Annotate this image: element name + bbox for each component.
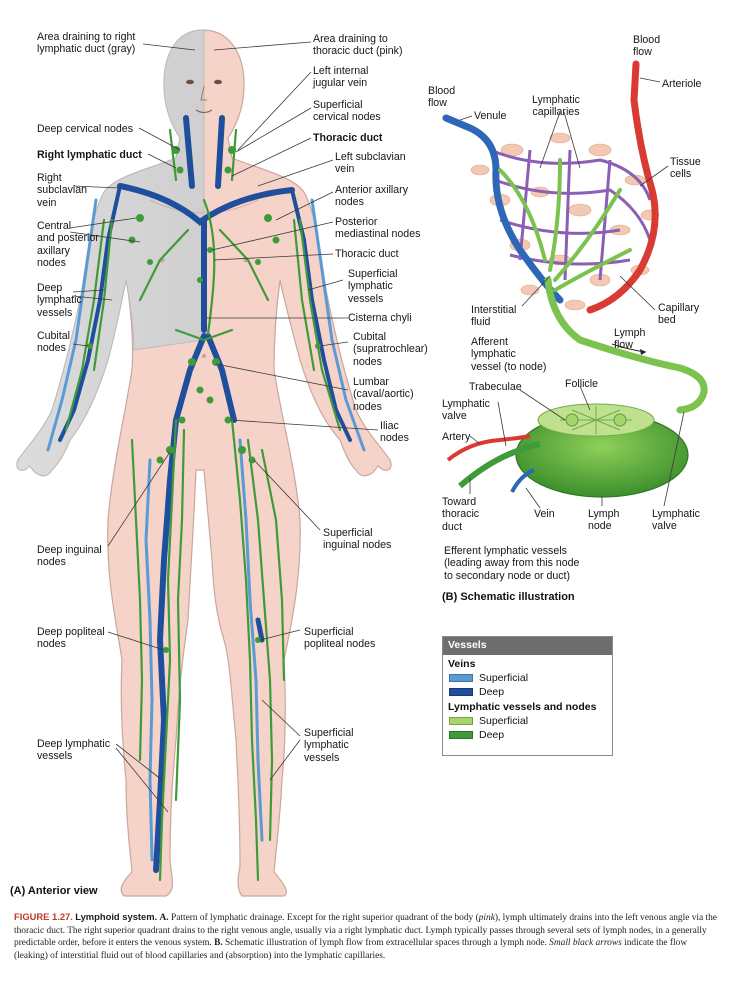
label-thoracic-duct-top: Thoracic duct: [313, 132, 383, 144]
label-deep-lymphatic-vessels-leg: Deep lymphatic vessels: [37, 738, 111, 763]
label-venule: Venule: [474, 110, 507, 122]
label-deep-cervical: Deep cervical nodes: [37, 123, 133, 135]
label-cisterna-chyli: Cisterna chyli: [348, 312, 412, 324]
label-area-right: Area draining to right lymphatic duct (g…: [37, 31, 136, 56]
legend-swatch-lymph-superficial: [449, 716, 473, 725]
label-lymphatic-valve-left: Lymphatic valve: [442, 398, 490, 423]
label-lymphatic-valve-right: Lymphatic valve: [652, 508, 700, 533]
label-left-subclavian: Left subclavian vein: [335, 151, 406, 176]
label-iliac: Iliac nodes: [380, 420, 409, 445]
legend-swatch-vein-superficial: [449, 673, 473, 682]
caption-part-a2: ), lymph ultimately drains into the left…: [14, 913, 717, 949]
label-deep-lymphatic-vessels-arm: Deep lymphatic vessels: [37, 282, 82, 319]
label-arteriole: Arteriole: [662, 78, 702, 90]
label-blood-flow-left: Blood flow: [428, 85, 456, 110]
legend-label-lymph-superficial: Superficial: [479, 714, 529, 727]
legend-veins-title: Veins: [448, 658, 476, 670]
label-vein: Vein: [534, 508, 555, 520]
label-tissue-cells: Tissue cells: [670, 156, 701, 181]
label-lymph-flow: Lymph flow: [614, 327, 646, 352]
label-lumbar: Lumbar (caval/aortic) nodes: [353, 376, 414, 413]
label-central-posterior-axillary: Central and posterior axillary nodes: [37, 220, 99, 270]
caption-part-b-letter: B.: [214, 938, 223, 949]
caption-arrows: Small black arrows: [549, 938, 622, 949]
label-right-lymphatic-duct: Right lymphatic duct: [37, 149, 142, 161]
caption-figure-number: FIGURE 1.27.: [14, 911, 73, 922]
label-right-subclavian: Right subclavian vein: [37, 172, 88, 209]
legend-swatch-lymph-deep: [449, 730, 473, 739]
legend-swatch-vein-deep: [449, 687, 473, 696]
label-artery: Artery: [442, 431, 471, 443]
panel-b-title: (B) Schematic illustration: [442, 591, 575, 603]
label-lymphatic-capillaries: Lymphatic capillaries: [532, 94, 580, 119]
legend-row-lymph-superficial: Superficial: [449, 714, 612, 727]
legend-label-veins-deep: Deep: [479, 685, 505, 698]
vessels-legend: Vessels Veins Superficial Deep Lymphatic…: [442, 636, 613, 756]
caption-part-a-letter: A.: [159, 913, 169, 923]
label-left-internal-jugular: Left internal jugular vein: [313, 65, 369, 90]
label-cubital-nodes: Cubital nodes: [37, 330, 70, 355]
caption-title: Lymphoid system.: [75, 911, 158, 922]
legend-row-veins-superficial: Superficial: [449, 671, 612, 684]
legend-label-lymph-deep: Deep: [479, 728, 505, 741]
label-area-thoracic: Area draining to thoracic duct (pink): [313, 33, 403, 58]
label-afferent: Afferent lymphatic vessel (to node): [471, 336, 547, 373]
label-efferent: Efferent lymphatic vessels (leading away…: [444, 545, 580, 582]
label-follicle: Follicle: [565, 378, 598, 390]
label-superficial-lymphatic-vessels-leg: Superficial lymphatic vessels: [304, 727, 354, 764]
label-blood-flow-right: Blood flow: [633, 34, 661, 59]
figure-caption: FIGURE 1.27. Lymphoid system. A. Pattern…: [14, 911, 720, 962]
label-superficial-inguinal: Superficial inguinal nodes: [323, 527, 392, 552]
label-lymph-node: Lymph node: [588, 508, 620, 533]
label-anterior-axillary: Anterior axillary nodes: [335, 184, 409, 209]
label-trabeculae: Trabeculae: [469, 381, 522, 393]
legend-lymph-title: Lymphatic vessels and nodes: [448, 701, 597, 713]
caption-part-a: Pattern of lymphatic drainage. Except fo…: [171, 913, 479, 923]
lymph-vessels: [64, 128, 342, 882]
legend-row-veins-deep: Deep: [449, 685, 612, 698]
legend-row-lymph-deep: Deep: [449, 728, 612, 741]
label-toward-thoracic-duct: Toward thoracic duct: [442, 496, 480, 533]
legend-label-veins-superficial: Superficial: [479, 671, 529, 684]
label-cubital-supratrochlear: Cubital (supratrochlear) nodes: [353, 331, 428, 368]
legend-header: Vessels: [443, 637, 612, 655]
caption-pink: pink: [478, 913, 495, 923]
caption-part-b2: indicate the flow (leaking) of interstit…: [14, 938, 688, 961]
label-superficial-popliteal: Superficial popliteal nodes: [304, 626, 376, 651]
schematic-b: [442, 60, 708, 498]
label-posterior-mediastinal: Posterior mediastinal nodes: [335, 216, 421, 241]
label-deep-inguinal: Deep inguinal nodes: [37, 544, 102, 569]
label-superficial-lymphatic-vessels-arm: Superficial lymphatic vessels: [348, 268, 398, 305]
label-interstitial-fluid: Interstitial fluid: [471, 304, 517, 329]
body-gray-region: [16, 29, 205, 477]
label-capillary-bed: Capillary bed: [658, 302, 700, 327]
superficial-veins: [46, 198, 366, 862]
label-deep-popliteal: Deep popliteal nodes: [37, 626, 105, 651]
label-superficial-cervical: Superficial cervical nodes: [313, 99, 381, 124]
leader-lines-a: [69, 41, 379, 813]
label-thoracic-duct-mid: Thoracic duct: [335, 248, 399, 260]
panel-a-title: (A) Anterior view: [10, 885, 98, 897]
lymph-nodes: [87, 146, 321, 653]
caption-part-b: Schematic illustration of lymph flow fro…: [225, 938, 547, 949]
leader-lines-b: [459, 77, 685, 509]
